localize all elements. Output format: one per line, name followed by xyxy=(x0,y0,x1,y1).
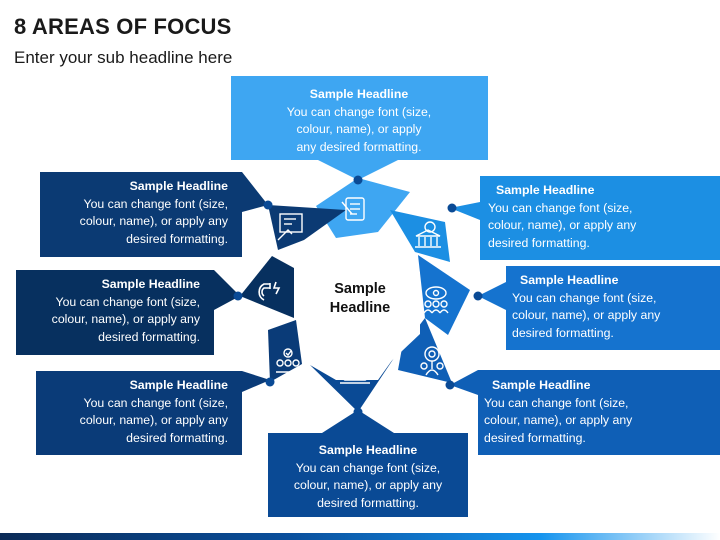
center-line-2: Headline xyxy=(329,300,391,316)
connector-dot-top xyxy=(353,175,363,185)
card-headline: Sample Headline xyxy=(520,273,619,287)
page-subtitle: Enter your sub headline here xyxy=(14,48,233,67)
card-text: desired formatting. xyxy=(126,430,228,445)
callout-upper-left xyxy=(40,172,268,257)
card-text: You can change font (size, xyxy=(286,104,432,119)
card-headline: Sample Headline xyxy=(309,87,409,101)
card-text: colour, name), or apply any xyxy=(488,218,637,232)
card-text: You can change font (size, xyxy=(484,395,629,410)
card-text: You can change font (size, xyxy=(83,196,228,211)
card-text: desired formatting. xyxy=(512,325,614,340)
ring-segment-top xyxy=(316,178,410,238)
card-left: Sample Headline You can change font (siz… xyxy=(22,276,200,346)
target-person-icon xyxy=(420,346,444,376)
card-headline: Sample Headline xyxy=(492,378,591,392)
connector-dot-right xyxy=(473,291,483,301)
ring-segment-bottom xyxy=(310,352,398,412)
center-octagon xyxy=(298,240,420,368)
card-text: desired formatting. xyxy=(317,495,419,510)
card-headline: Sample Headline xyxy=(129,179,228,193)
page-title: 8 AREAS OF FOCUS xyxy=(14,14,232,39)
card-headline: Sample Headline xyxy=(101,277,200,291)
callout-left xyxy=(16,270,240,355)
connector-dot-upper-left xyxy=(263,200,273,210)
callout-top xyxy=(231,76,488,180)
card-lower-right: Sample Headline You can change font (siz… xyxy=(484,377,664,447)
callout-bottom xyxy=(268,410,468,517)
card-text: colour, name), or apply xyxy=(296,122,422,136)
center-line-1: Sample xyxy=(334,281,386,297)
card-headline: Sample Headline xyxy=(318,443,418,457)
card-text: You can change font (size, xyxy=(488,200,633,215)
card-upper-left: Sample Headline You can change font (siz… xyxy=(46,178,228,248)
card-headline: Sample Headline xyxy=(129,378,228,392)
card-lower-left: Sample Headline You can change font (siz… xyxy=(42,377,228,447)
presentation-icon xyxy=(277,213,303,241)
vision-team-icon xyxy=(423,286,449,314)
card-text: colour, name), or apply any xyxy=(293,478,443,492)
card-upper-right: Sample Headline You can change font (siz… xyxy=(488,182,668,252)
checklist-icon xyxy=(341,197,365,221)
callout-right xyxy=(478,266,720,350)
callout-lower-left xyxy=(36,371,270,455)
card-text: You can change font (size, xyxy=(295,460,441,475)
laptop-globe-icon xyxy=(340,363,370,384)
card-text: You can change font (size, xyxy=(83,395,228,410)
callout-upper-right xyxy=(450,176,720,260)
team-approval-icon xyxy=(276,348,300,373)
footer-gradient-bar xyxy=(0,533,720,540)
card-bottom: Sample Headline You can change font (siz… xyxy=(272,442,464,512)
bank-money-icon xyxy=(415,221,441,248)
center-headline: Sample Headline xyxy=(300,280,420,318)
card-text: colour, name), or apply any xyxy=(512,308,661,322)
card-text: desired formatting. xyxy=(98,329,200,344)
connector-dot-bottom xyxy=(353,407,363,417)
card-text: colour, name), or apply any xyxy=(484,413,633,427)
connector-dot-upper-right xyxy=(447,203,457,213)
card-text: desired formatting. xyxy=(488,235,590,250)
ring-segment-upper-left xyxy=(268,205,346,250)
magnet-icon xyxy=(258,281,281,301)
ring-segment-left xyxy=(240,256,294,318)
card-right: Sample Headline You can change font (siz… xyxy=(512,272,692,342)
card-top: Sample Headline You can change font (siz… xyxy=(236,86,482,156)
card-text: colour, name), or apply any xyxy=(51,312,200,326)
connector-dot-left xyxy=(233,291,243,301)
card-text: desired formatting. xyxy=(126,231,228,246)
card-text: desired formatting. xyxy=(484,430,586,445)
card-text: colour, name), or apply any xyxy=(79,214,228,228)
card-text: You can change font (size, xyxy=(512,290,657,305)
ring-segment-lower-right xyxy=(398,318,452,383)
connector-dot-lower-right xyxy=(445,380,455,390)
connector-dot-lower-left xyxy=(265,377,275,387)
card-text: colour, name), or apply any xyxy=(79,413,228,427)
callout-lower-right xyxy=(450,370,720,455)
card-text: You can change font (size, xyxy=(55,294,200,309)
card-headline: Sample Headline xyxy=(496,183,595,197)
ring-segment-right xyxy=(418,255,470,335)
card-text: any desired formatting. xyxy=(296,139,422,154)
